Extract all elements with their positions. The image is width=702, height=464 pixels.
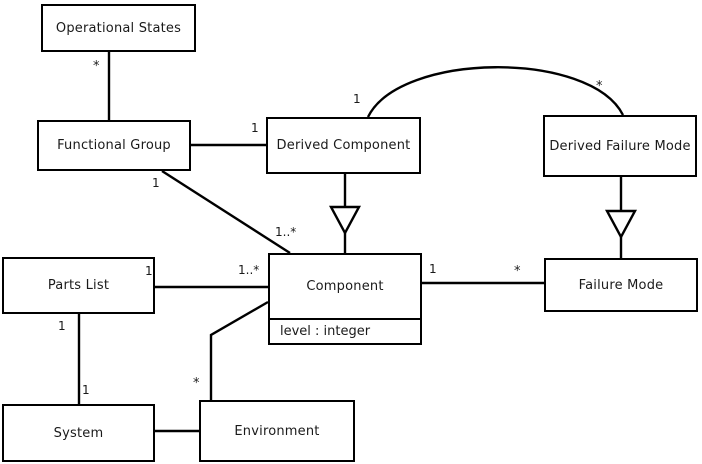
multiplicity-functional-group-component: 1 — [152, 176, 160, 190]
multiplicity-parts-list-component: 1 — [145, 264, 153, 278]
class-name-operational-states: Operational States — [55, 20, 182, 36]
multiplicity-derived-component-derived-failure-mode: 1 — [353, 92, 361, 106]
multiplicity-operational-states-functional-group: * — [93, 59, 100, 74]
class-box-failure-mode[interactable]: Failure Mode — [544, 258, 698, 312]
class-name-derived-component: Derived Component — [276, 138, 411, 153]
multiplicity-environment-component: * — [193, 376, 200, 391]
multiplicity-failure-mode-component: * — [514, 264, 521, 279]
class-box-environment[interactable]: Environment — [199, 400, 355, 462]
class-name-derived-failure-mode: Derived Failure Mode — [549, 138, 691, 154]
multiplicity-derived-failure-mode-derived-component: * — [596, 79, 603, 94]
class-name-system: System — [53, 425, 104, 441]
class-name-environment: Environment — [234, 423, 320, 439]
class-box-operational-states[interactable]: Operational States — [41, 4, 196, 52]
multiplicity-system-parts-list: 1 — [82, 383, 90, 397]
class-box-derived-failure-mode[interactable]: Derived Failure Mode — [543, 115, 697, 177]
multiplicity-component-parts-list: 1..* — [238, 263, 260, 277]
class-name-parts-list: Parts List — [47, 278, 110, 293]
class-attribute-component-level: level : integer — [270, 318, 420, 343]
class-box-derived-component[interactable]: Derived Component — [266, 117, 421, 174]
class-box-system[interactable]: System — [2, 404, 155, 462]
generalization-triangle-derived-component — [328, 205, 362, 236]
generalization-triangle-derived-failure-mode — [604, 209, 638, 240]
multiplicity-component-failure-mode: 1 — [429, 262, 437, 276]
multiplicity-component-functional-group: 1..* — [275, 225, 297, 239]
class-name-functional-group: Functional Group — [57, 138, 171, 153]
class-box-component[interactable]: Component level : integer — [268, 253, 422, 345]
multiplicity-parts-list-system: 1 — [58, 319, 66, 333]
line-environment-component — [209, 300, 269, 400]
line-functional-group-component — [161, 169, 291, 255]
multiplicity-functional-group-derived-component: 1 — [251, 121, 259, 135]
class-name-component: Component — [306, 279, 384, 294]
class-box-functional-group[interactable]: Functional Group — [37, 120, 191, 171]
class-name-failure-mode: Failure Mode — [578, 277, 664, 293]
line-derived-component-derived-failure-mode — [366, 66, 625, 118]
class-box-parts-list[interactable]: Parts List — [2, 257, 155, 314]
